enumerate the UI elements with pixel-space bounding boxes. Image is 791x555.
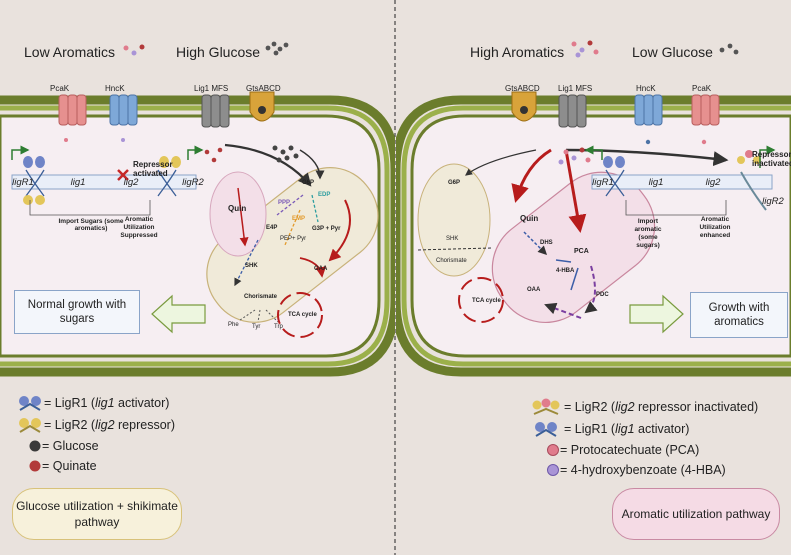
right-cell	[396, 91, 791, 377]
metabolite: PPP	[278, 200, 291, 206]
metabolite: E4P	[266, 225, 278, 231]
metabolite: G6P	[448, 180, 461, 186]
transporter-label: GtsABCD	[246, 84, 281, 93]
legend-row: = Protocatechuate (PCA)	[530, 440, 758, 460]
pca-icon	[547, 444, 559, 456]
legend-row: = 4-hydroxybenzoate (4-HBA)	[530, 460, 758, 480]
right-legend: = LigR2 (lig2 repressor inactivated) = L…	[530, 396, 758, 480]
aromatic-dots-icon	[571, 40, 599, 58]
right-header-glucose: Low Glucose	[632, 44, 713, 60]
legend-text: = 4-hydroxybenzoate (4-HBA)	[560, 463, 726, 477]
glucose-icon	[29, 440, 41, 452]
transporter-label: PcaK	[50, 84, 70, 93]
metabolite: Tyr	[252, 324, 261, 330]
metabolite: Chorismate	[436, 258, 467, 264]
metabolite: Chorismate	[244, 294, 278, 300]
glucose-dots-icon	[265, 41, 289, 56]
ligR1-protein-icon	[535, 422, 557, 437]
legend-text: = Quinate	[42, 459, 97, 473]
quinate-icon	[29, 460, 41, 472]
outcome-box-left: Normal growth with sugars	[14, 290, 140, 334]
pathway-title-right: Aromatic utilization pathway	[612, 488, 780, 540]
gene-lig1: lig1	[70, 176, 86, 188]
metabolite: DHS	[540, 240, 553, 246]
gene-note-import: Import Sugars (some aromatics)	[58, 218, 124, 232]
transporter-label: Lig1 MFS	[194, 84, 229, 93]
right-header-aromatics: High Aromatics	[470, 44, 565, 60]
aromatic-dots-icon	[123, 44, 145, 56]
metabolite: SHK	[245, 263, 258, 269]
gene-note-suppressed: Aromatic Utilization Suppressed	[120, 216, 158, 239]
ligR2-protein-icon	[159, 156, 181, 168]
legend-text: = LigR1 (lig1 activator)	[44, 396, 170, 410]
gene-ligR2: ligR2	[182, 176, 204, 188]
transporter-icon	[511, 91, 720, 128]
metabolite: Trp	[274, 324, 283, 330]
transporter-icon	[58, 91, 275, 128]
metabolite: PDC	[596, 292, 609, 298]
gene-ligR2: ligR2	[762, 195, 784, 207]
transporter-label: HncK	[636, 84, 656, 93]
gene-ligR1: ligR1	[592, 176, 614, 188]
glucose-dots-icon	[719, 43, 739, 55]
gene-lig2: lig2	[123, 176, 139, 188]
legend-row: = Glucose	[16, 436, 175, 456]
legend-row: = LigR1 (lig1 activator)	[530, 418, 758, 440]
outcome-box-right: Growth with aromatics	[690, 292, 788, 338]
transporter-label: Lig1 MFS	[558, 84, 593, 93]
metabolite: TCA cycle	[472, 298, 501, 304]
ligR2-protein-icon	[532, 398, 560, 415]
pathway-title-left: Glucose utilization + shikimate pathway	[12, 488, 182, 540]
ligR1-protein-icon	[23, 156, 45, 168]
metabolite: OAA	[527, 287, 541, 293]
hba-icon	[547, 464, 559, 476]
gene-ligR1: ligR1	[12, 176, 34, 188]
legend-text: = LigR2 (lig2 repressor)	[44, 418, 175, 432]
legend-row: = Quinate	[16, 456, 175, 476]
metabolite: G6P	[302, 180, 315, 186]
ligR2-protein-icon	[737, 150, 761, 164]
left-header-glucose: High Glucose	[176, 44, 261, 60]
repressor-status: Repressor activated	[133, 160, 173, 178]
metabolite: EDP	[318, 192, 331, 198]
legend-row: = LigR2 (lig2 repressor inactivated)	[530, 396, 758, 418]
gene-lig1: lig1	[648, 176, 664, 188]
metabolite: PCA	[574, 248, 589, 255]
left-header-aromatics: Low Aromatics	[24, 44, 116, 60]
gene-note-enhanced: Aromatic Utilization enhanced	[699, 216, 731, 239]
legend-text: = Protocatechuate (PCA)	[560, 443, 700, 457]
ligR1-protein-icon	[603, 156, 625, 168]
metabolite: Quin	[520, 214, 539, 223]
legend-row: = LigR2 (lig2 repressor)	[16, 414, 175, 436]
metabolite: Quin	[228, 204, 247, 213]
dna-icon	[605, 169, 625, 197]
metabolite: PEP+ Pyr	[280, 236, 307, 242]
transporter-label: GtsABCD	[505, 84, 540, 93]
transporter-label: PcaK	[692, 84, 712, 93]
gene-lig2: lig2	[705, 176, 721, 188]
metabolite: SHK	[446, 236, 459, 242]
left-legend: = LigR1 (lig1 activator) = LigR2 (lig2 r…	[16, 392, 175, 476]
dna-icon	[25, 169, 45, 197]
transporter-label: HncK	[105, 84, 125, 93]
metabolite: OAA	[314, 266, 328, 272]
metabolite: EMP	[292, 216, 306, 222]
gene-note-import: Import aromatic (some sugars)	[634, 218, 662, 249]
legend-text: = LigR1 (lig1 activator)	[564, 422, 690, 436]
ligR1-protein-icon	[19, 396, 41, 411]
metabolite: Phe	[228, 322, 239, 328]
legend-row: = LigR1 (lig1 activator)	[16, 392, 175, 414]
legend-text: = Glucose	[42, 439, 99, 453]
metabolite: TCA cycle	[288, 312, 317, 318]
legend-text: = LigR2 (lig2 repressor inactivated)	[564, 400, 759, 414]
cross-icon	[117, 169, 129, 181]
repressor-status: Repressor inactivated	[752, 150, 791, 168]
metabolite: G3P + Pyr	[312, 226, 341, 232]
ligR2-protein-icon	[19, 418, 41, 433]
metabolite: 4-HBA	[556, 268, 575, 274]
